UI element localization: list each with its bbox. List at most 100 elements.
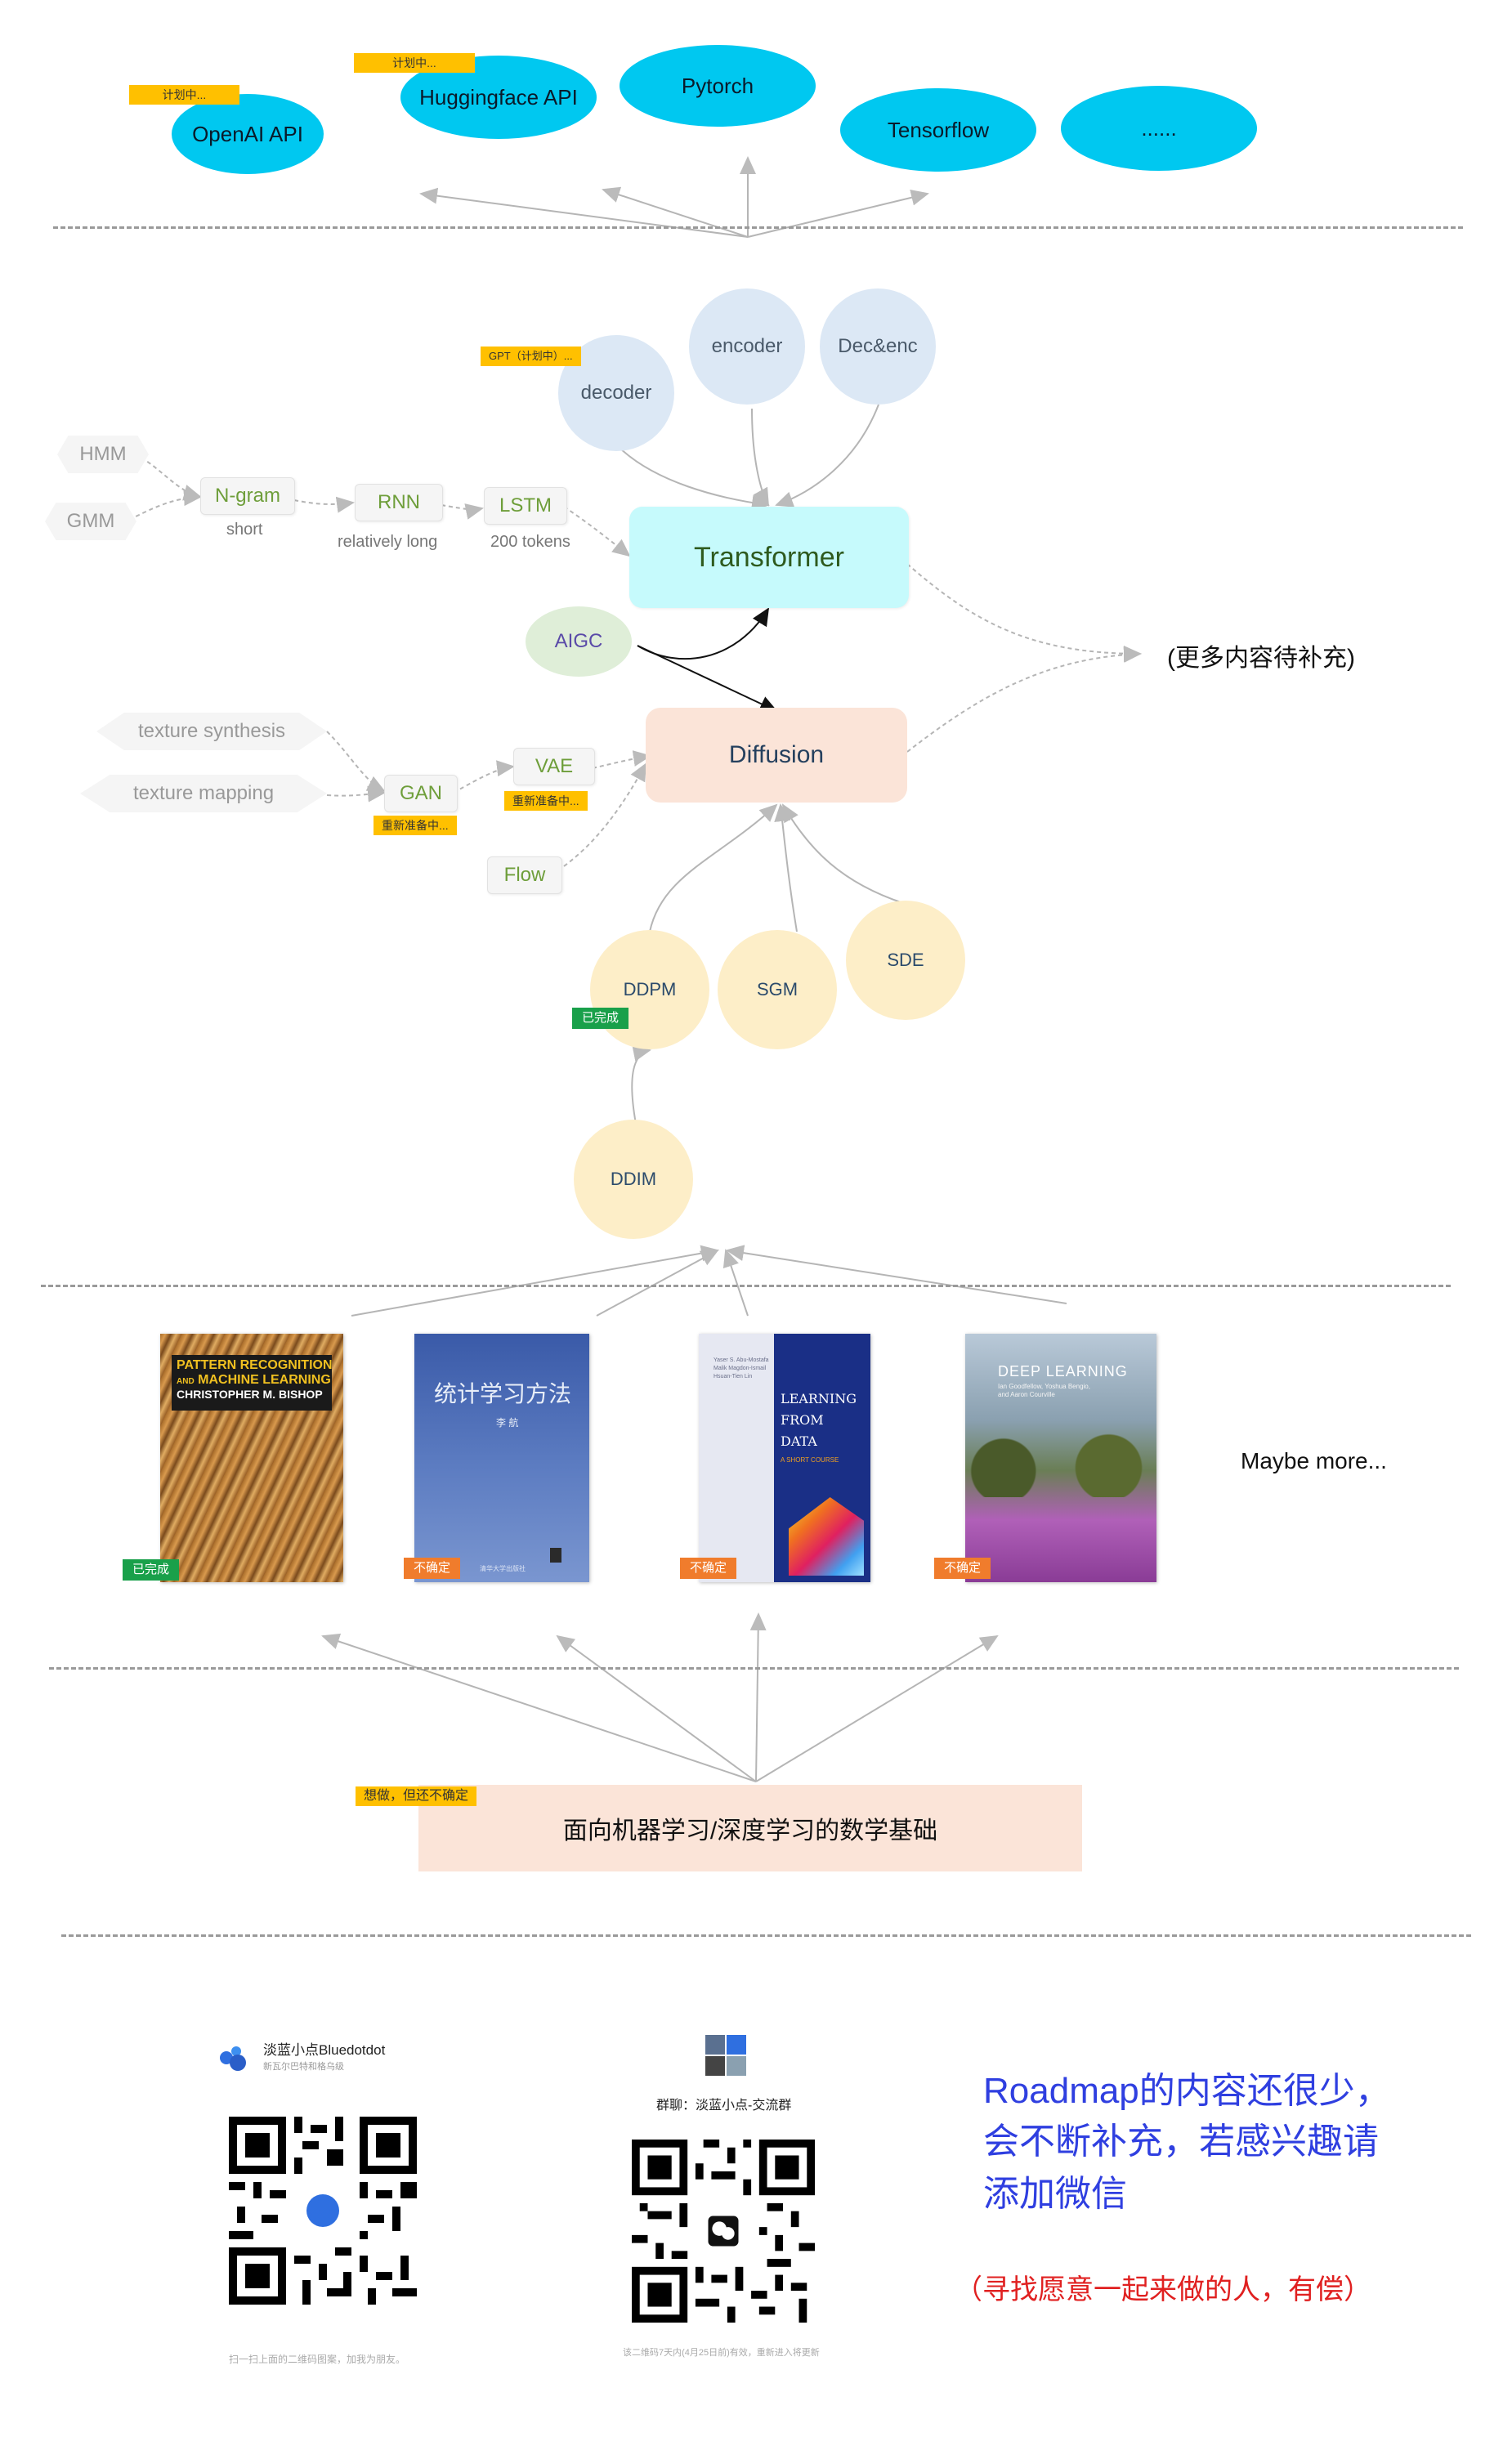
ngram-note: short (226, 521, 263, 539)
stat-logo (550, 1548, 561, 1563)
roadmap-message-line2: 会不断补充，若感兴趣请 (983, 2122, 1379, 2162)
node-label: Pytorch (681, 73, 754, 98)
node-label: ...... (1141, 115, 1177, 141)
node-ddim[interactable]: DDIM (574, 1120, 693, 1239)
node-label: VAE (535, 755, 574, 777)
node-tensorflow[interactable]: Tensorflow (840, 88, 1036, 172)
node-sgm[interactable]: SGM (718, 930, 837, 1049)
node-label: OpenAI API (192, 121, 303, 146)
node-gan[interactable]: GAN (384, 775, 458, 812)
separator-3 (49, 1667, 1459, 1670)
wechat-avatar (217, 2040, 251, 2074)
stat-publisher: 清华大学出版社 (480, 1565, 526, 1572)
book-statistical-learning[interactable]: 统计学习方法 李 航 清华大学出版社 (414, 1334, 589, 1582)
node-vae[interactable]: VAE (513, 748, 595, 785)
node-label: encoder (711, 335, 783, 357)
node-encoder[interactable]: encoder (689, 288, 805, 405)
node-lstm[interactable]: LSTM (484, 487, 567, 525)
prml-and: AND (177, 1377, 195, 1386)
lfd-title-data: DATA (781, 1433, 817, 1449)
tag-stat-uncertain: 不确定 (404, 1558, 461, 1579)
lfd-authors: Yaser S. Abu-Mostafa Malik Magdon-Ismail… (714, 1357, 769, 1379)
node-label: N-gram (214, 485, 280, 507)
tag-gan-preparing: 重新准备中... (374, 816, 457, 835)
node-label: GAN (399, 782, 442, 804)
tag-math-uncertain: 想做，但还不确定 (356, 1786, 477, 1806)
separator-1 (53, 226, 1463, 229)
separator-4 (61, 1934, 1471, 1937)
node-aigc[interactable]: AIGC (526, 606, 632, 677)
node-hmm[interactable]: HMM (57, 436, 149, 473)
node-gmm[interactable]: GMM (45, 503, 136, 540)
wechat-desc: 新瓦尔巴特和格乌级 (263, 2062, 344, 2072)
node-texture-mapping[interactable]: texture mapping (80, 775, 327, 812)
group-name: 群聊：淡蓝小点-交流群 (656, 2099, 792, 2113)
roadmap-message-line3: 添加微信 (983, 2174, 1127, 2214)
node-label: Dec&enc (838, 335, 918, 357)
group-avatar (705, 2035, 746, 2076)
tag-lfd-uncertain: 不确定 (680, 1558, 737, 1579)
prml-title-block: PATTERN RECOGNITION AND MACHINE LEARNING… (172, 1355, 333, 1411)
node-label: SGM (756, 979, 798, 999)
book-learning-from-data[interactable]: Yaser S. Abu-Mostafa Malik Magdon-Ismail… (699, 1334, 870, 1582)
stat-title: 统计学习方法 (434, 1380, 572, 1407)
node-pytorch[interactable]: Pytorch (620, 45, 816, 127)
node-label: DDPM (623, 979, 677, 999)
lstm-note: 200 tokens (490, 533, 570, 551)
node-more[interactable]: ...... (1061, 86, 1257, 171)
lfd-title-from: FROM (781, 1412, 824, 1428)
node-label: GMM (66, 510, 115, 532)
group-qr-code[interactable] (632, 2140, 815, 2323)
node-label: Diffusion (728, 741, 825, 768)
node-diffusion[interactable]: Diffusion (646, 708, 907, 803)
node-label: Flow (503, 864, 546, 886)
tag-dl-uncertain: 不确定 (934, 1558, 991, 1579)
node-ddpm[interactable]: DDPM (590, 930, 709, 1049)
future-note: (更多内容待补充) (1167, 645, 1355, 672)
wechat-name: 淡蓝小点Bluedotdot (263, 2042, 386, 2058)
wechat-qr-code[interactable] (229, 2117, 417, 2305)
lfd-subtitle: A SHORT COURSE (781, 1456, 839, 1464)
wechat-caption: 扫一扫上面的二维码图案，加我为朋友。 (229, 2354, 406, 2365)
group-avatar-tile (705, 2056, 725, 2076)
tag-planning: 计划中... (129, 85, 239, 105)
roadmap-message-line1: Roadmap的内容还很少， (983, 2071, 1391, 2111)
node-texture-synthesis[interactable]: texture synthesis (96, 713, 327, 750)
group-avatar-tile (705, 2035, 725, 2055)
lfd-left-panel (699, 1334, 774, 1582)
group-caption: 该二维码7天内(4月25日前)有效，重新进入将更新 (623, 2348, 820, 2358)
prml-ml: MACHINE LEARNING (198, 1373, 331, 1387)
node-sde[interactable]: SDE (846, 901, 965, 1020)
node-label: Transformer (694, 541, 844, 573)
group-avatar-tile (727, 2035, 746, 2055)
rnn-note: relatively long (338, 533, 438, 551)
book-deep-learning[interactable]: DEEP LEARNING Ian Goodfellow, Yoshua Ben… (965, 1334, 1156, 1582)
node-math-foundations[interactable]: 面向机器学习/深度学习的数学基础 (418, 1785, 1082, 1871)
tag-ddpm-done: 已完成 (572, 1008, 629, 1029)
node-label: SDE (887, 950, 924, 970)
books-more: Maybe more... (1241, 1448, 1387, 1473)
node-label: DDIM (610, 1169, 657, 1189)
node-label: decoder (580, 382, 652, 404)
bluedot-logo (220, 2046, 246, 2071)
node-label: texture mapping (132, 782, 275, 804)
node-rnn[interactable]: RNN (355, 484, 443, 521)
tag-planning: 计划中... (354, 53, 475, 73)
node-label: HMM (79, 443, 127, 465)
recruit-message: （寻找愿意一起来做的人，有偿） (955, 2274, 1371, 2305)
node-transformer[interactable]: Transformer (629, 507, 909, 608)
dl-trees (965, 1432, 1156, 1497)
node-flow[interactable]: Flow (487, 856, 562, 894)
node-label: Huggingface API (419, 84, 578, 110)
tag-prml-done: 已完成 (123, 1559, 180, 1581)
node-label: 面向机器学习/深度学习的数学基础 (562, 1818, 938, 1845)
book-prml[interactable]: PATTERN RECOGNITION AND MACHINE LEARNING… (160, 1334, 343, 1582)
node-dec-enc[interactable]: Dec&enc (820, 288, 936, 405)
prml-author: CHRISTOPHER M. BISHOP (177, 1388, 323, 1401)
separator-2 (41, 1285, 1451, 1287)
node-label: texture synthesis (137, 720, 286, 742)
node-label: RNN (378, 491, 420, 513)
node-ngram[interactable]: N-gram (200, 477, 295, 515)
node-openai-api[interactable]: OpenAI API (172, 94, 324, 174)
